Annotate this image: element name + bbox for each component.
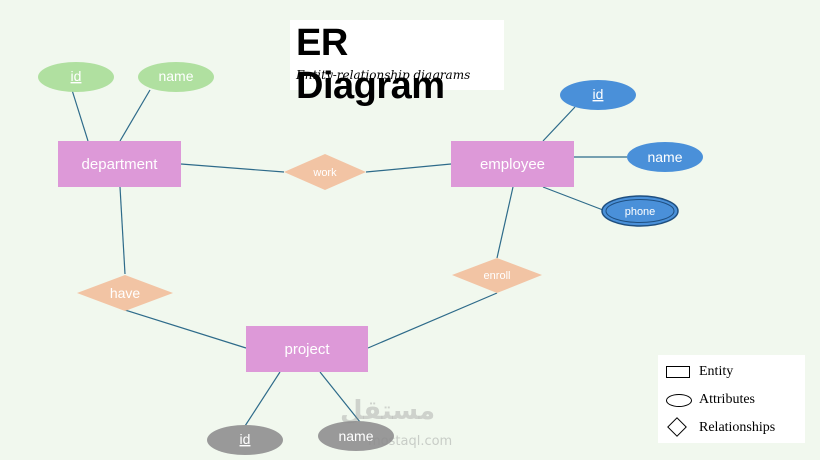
- line-dept-name: [119, 89, 151, 142]
- line-work-emp: [365, 163, 452, 173]
- legend-entity-label: Entity: [699, 364, 734, 379]
- line-dept-have: [119, 186, 126, 275]
- line-enroll-project: [367, 292, 498, 349]
- relationship-work-label: work: [312, 167, 337, 179]
- watermark-logo: مستقل: [340, 396, 436, 426]
- watermark-url: mostaql.com: [368, 434, 453, 449]
- line-emp-id: [542, 106, 576, 142]
- legend-row-relationships: Relationships: [658, 417, 805, 438]
- entity-project: [246, 326, 368, 372]
- attr-employee-id-label: id: [593, 86, 604, 102]
- attr-department-name: [138, 62, 214, 92]
- line-dept-work: [180, 163, 285, 173]
- diamond-icon: [667, 417, 687, 437]
- line-dept-id: [71, 89, 89, 142]
- attr-project-id-label: id: [240, 431, 251, 447]
- attr-project-id: [207, 425, 283, 455]
- attr-employee-name: [627, 142, 703, 172]
- relationship-have: [77, 275, 173, 311]
- relationship-enroll: [452, 258, 542, 293]
- attr-employee-phone-inner: [605, 199, 675, 223]
- relationship-have-label: have: [110, 285, 141, 301]
- attr-department-id-label: id: [71, 68, 82, 84]
- line-emp-enroll: [496, 186, 514, 259]
- attr-department-id: [38, 62, 114, 92]
- entity-project-label: project: [284, 341, 330, 358]
- line-project-id: [244, 371, 281, 427]
- attr-employee-phone-label: phone: [625, 206, 656, 218]
- relationship-work: [284, 154, 366, 190]
- line-have-project: [124, 309, 247, 349]
- rectangle-icon: [666, 366, 690, 378]
- diagram-title: ER Diagram: [296, 22, 445, 107]
- attr-employee-name-label: name: [647, 149, 682, 165]
- ellipse-icon: [666, 394, 692, 407]
- entity-employee: [451, 141, 574, 187]
- legend-attributes-label: Attributes: [699, 392, 755, 407]
- attr-project-name-label: name: [338, 428, 373, 444]
- legend-row-entity: Entity: [658, 362, 805, 382]
- entity-employee-label: employee: [480, 156, 545, 173]
- attr-employee-id: [560, 80, 636, 110]
- line-project-name: [319, 371, 361, 423]
- attr-project-name: [318, 421, 394, 451]
- legend-relationships-label: Relationships: [699, 420, 776, 435]
- attr-department-name-label: name: [158, 68, 193, 84]
- legend-row-attributes: Attributes: [658, 390, 805, 410]
- line-emp-phone: [542, 186, 604, 211]
- relationship-enroll-label: enroll: [484, 270, 511, 282]
- entity-department: [58, 141, 181, 187]
- legend: Entity Attributes Relationships: [658, 355, 805, 443]
- entity-department-label: department: [82, 156, 159, 173]
- title-box: ER Diagram Entity-relationship diagrams: [290, 20, 504, 107]
- diagram-subtitle: Entity-relationship diagrams: [296, 68, 471, 82]
- connector-lines: [71, 89, 627, 427]
